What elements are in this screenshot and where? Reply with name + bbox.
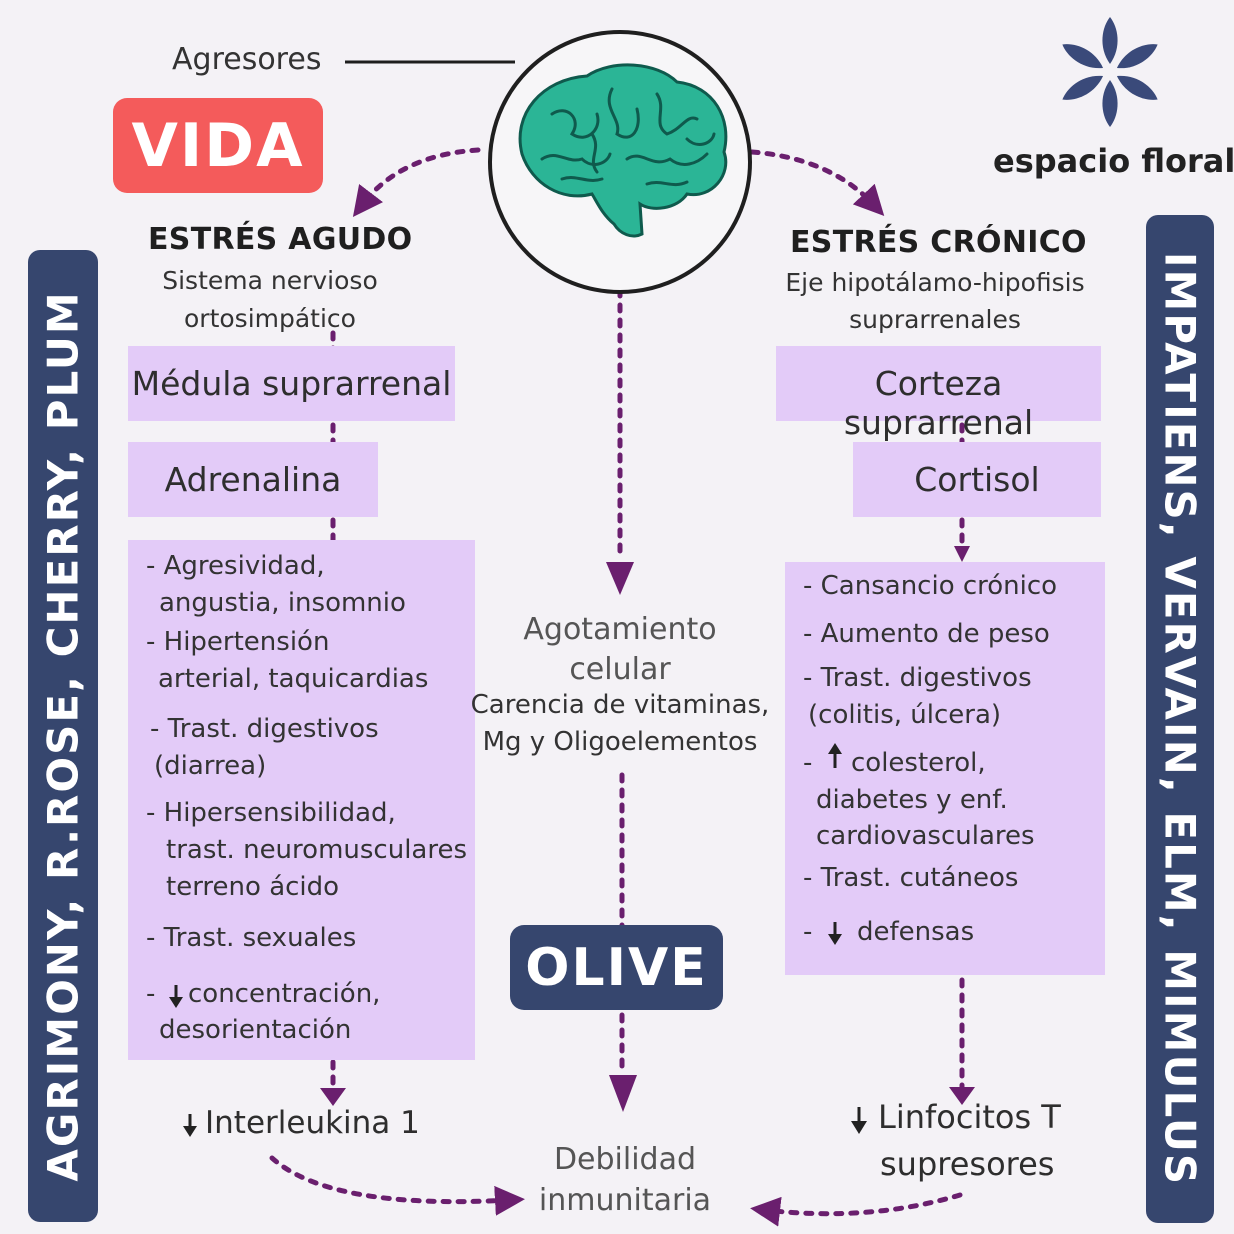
left-item: - Trast. digestivos <box>150 714 379 744</box>
right-item: - Trast. digestivos <box>803 663 1032 693</box>
right-remedies-text: IMPATIENS, VERVAIN, ELM, MIMULUS <box>1155 251 1205 1187</box>
left-effects-box: - Agresividad, angustia, insomnio - Hipe… <box>128 540 475 1060</box>
down-arrow-icon <box>183 1114 197 1137</box>
right-box-corteza: Corteza suprarrenal <box>776 346 1101 442</box>
center-line-2: celular <box>569 652 671 687</box>
right-effects-box: - Cansancio crónico - Aumento de peso - … <box>785 562 1105 975</box>
right-box-cortisol: Cortisol <box>853 442 1101 517</box>
left-item: concentración, <box>188 979 381 1009</box>
right-item: - Trast. cutáneos <box>803 863 1019 893</box>
right-sub-1: Eje hipotálamo-hipofisis <box>785 268 1085 297</box>
left-item: arterial, taquicardias <box>158 664 429 694</box>
left-sub-1: Sistema nervioso <box>162 266 378 295</box>
left-box-medula: Médula suprarrenal <box>128 346 455 421</box>
left-box-medula-label: Médula suprarrenal <box>131 364 452 403</box>
right-item: colesterol, <box>851 748 986 778</box>
vida-badge: VIDA <box>113 98 323 193</box>
down-arrow-icon <box>851 1107 867 1134</box>
right-sub-2: suprarrenales <box>849 305 1021 334</box>
right-box-cortisol-label: Cortisol <box>914 460 1040 499</box>
right-remedies-bar: IMPATIENS, VERVAIN, ELM, MIMULUS <box>1146 215 1214 1223</box>
down-arrow-icon <box>169 985 183 1008</box>
agresores-label: Agresores <box>172 42 322 77</box>
left-box-adrenalina-label: Adrenalina <box>164 460 342 499</box>
right-item: - Aumento de peso <box>803 619 1050 649</box>
center-bottom-1: Debilidad <box>553 1142 697 1177</box>
left-heading: ESTRÉS AGUDO <box>148 222 413 257</box>
left-item: - <box>146 979 156 1009</box>
center-bottom-2: inmunitaria <box>538 1183 712 1218</box>
left-item: (diarrea) <box>154 751 267 781</box>
right-item: (colitis, úlcera) <box>808 700 1002 730</box>
olive-badge: OLIVE <box>510 925 723 1010</box>
left-bottom-label: Interleukina 1 <box>205 1105 420 1141</box>
logo <box>1040 10 1180 135</box>
up-arrow-icon <box>828 743 842 768</box>
right-item: - <box>803 748 813 778</box>
down-arrow-icon <box>828 922 842 945</box>
right-bottom-2: supresores <box>880 1145 1055 1183</box>
logo-text: espacio floral <box>993 142 1234 180</box>
center-line-3: Carencia de vitaminas, <box>470 690 770 720</box>
arrow-right-to-center <box>750 1192 963 1227</box>
right-item: defensas <box>857 917 975 947</box>
left-item: - Agresividad, <box>146 551 325 581</box>
right-box-corteza-label: Corteza suprarrenal <box>843 364 1034 442</box>
left-item: - Hipersensibilidad, <box>146 798 396 828</box>
right-bottom-1: Linfocitos T <box>878 1098 1061 1136</box>
left-item: angustia, insomnio <box>159 588 406 618</box>
center-line-4: Mg y Oligoelementos <box>482 727 758 757</box>
arrow-brain-left <box>352 147 481 217</box>
right-item: - <box>803 917 813 947</box>
left-item: terreno ácido <box>166 872 340 902</box>
left-item: desorientación <box>159 1015 352 1045</box>
right-item: - Cansancio crónico <box>803 571 1058 601</box>
right-heading: ESTRÉS CRÓNICO <box>790 225 1087 260</box>
left-item: trast. neuromusculares <box>166 835 468 865</box>
brain-circle <box>488 30 752 294</box>
left-sub-2: ortosimpático <box>184 304 356 333</box>
flower-icon <box>1062 17 1158 127</box>
left-remedies-bar: AGRIMONY, R.ROSE, CHERRY, PLUM <box>28 250 98 1222</box>
left-item: - Hipertensión <box>146 627 330 657</box>
center-line-1: Agotamiento <box>523 612 717 647</box>
brain-icon <box>518 63 728 238</box>
right-item: cardiovasculares <box>816 821 1035 851</box>
left-remedies-text: AGRIMONY, R.ROSE, CHERRY, PLUM <box>38 290 88 1182</box>
right-item: diabetes y enf. <box>816 785 1008 815</box>
left-box-adrenalina: Adrenalina <box>128 442 378 517</box>
arrow-left-to-center <box>269 1155 525 1216</box>
left-item: - Trast. sexuales <box>146 923 357 953</box>
arrow-brain-right <box>749 149 885 216</box>
